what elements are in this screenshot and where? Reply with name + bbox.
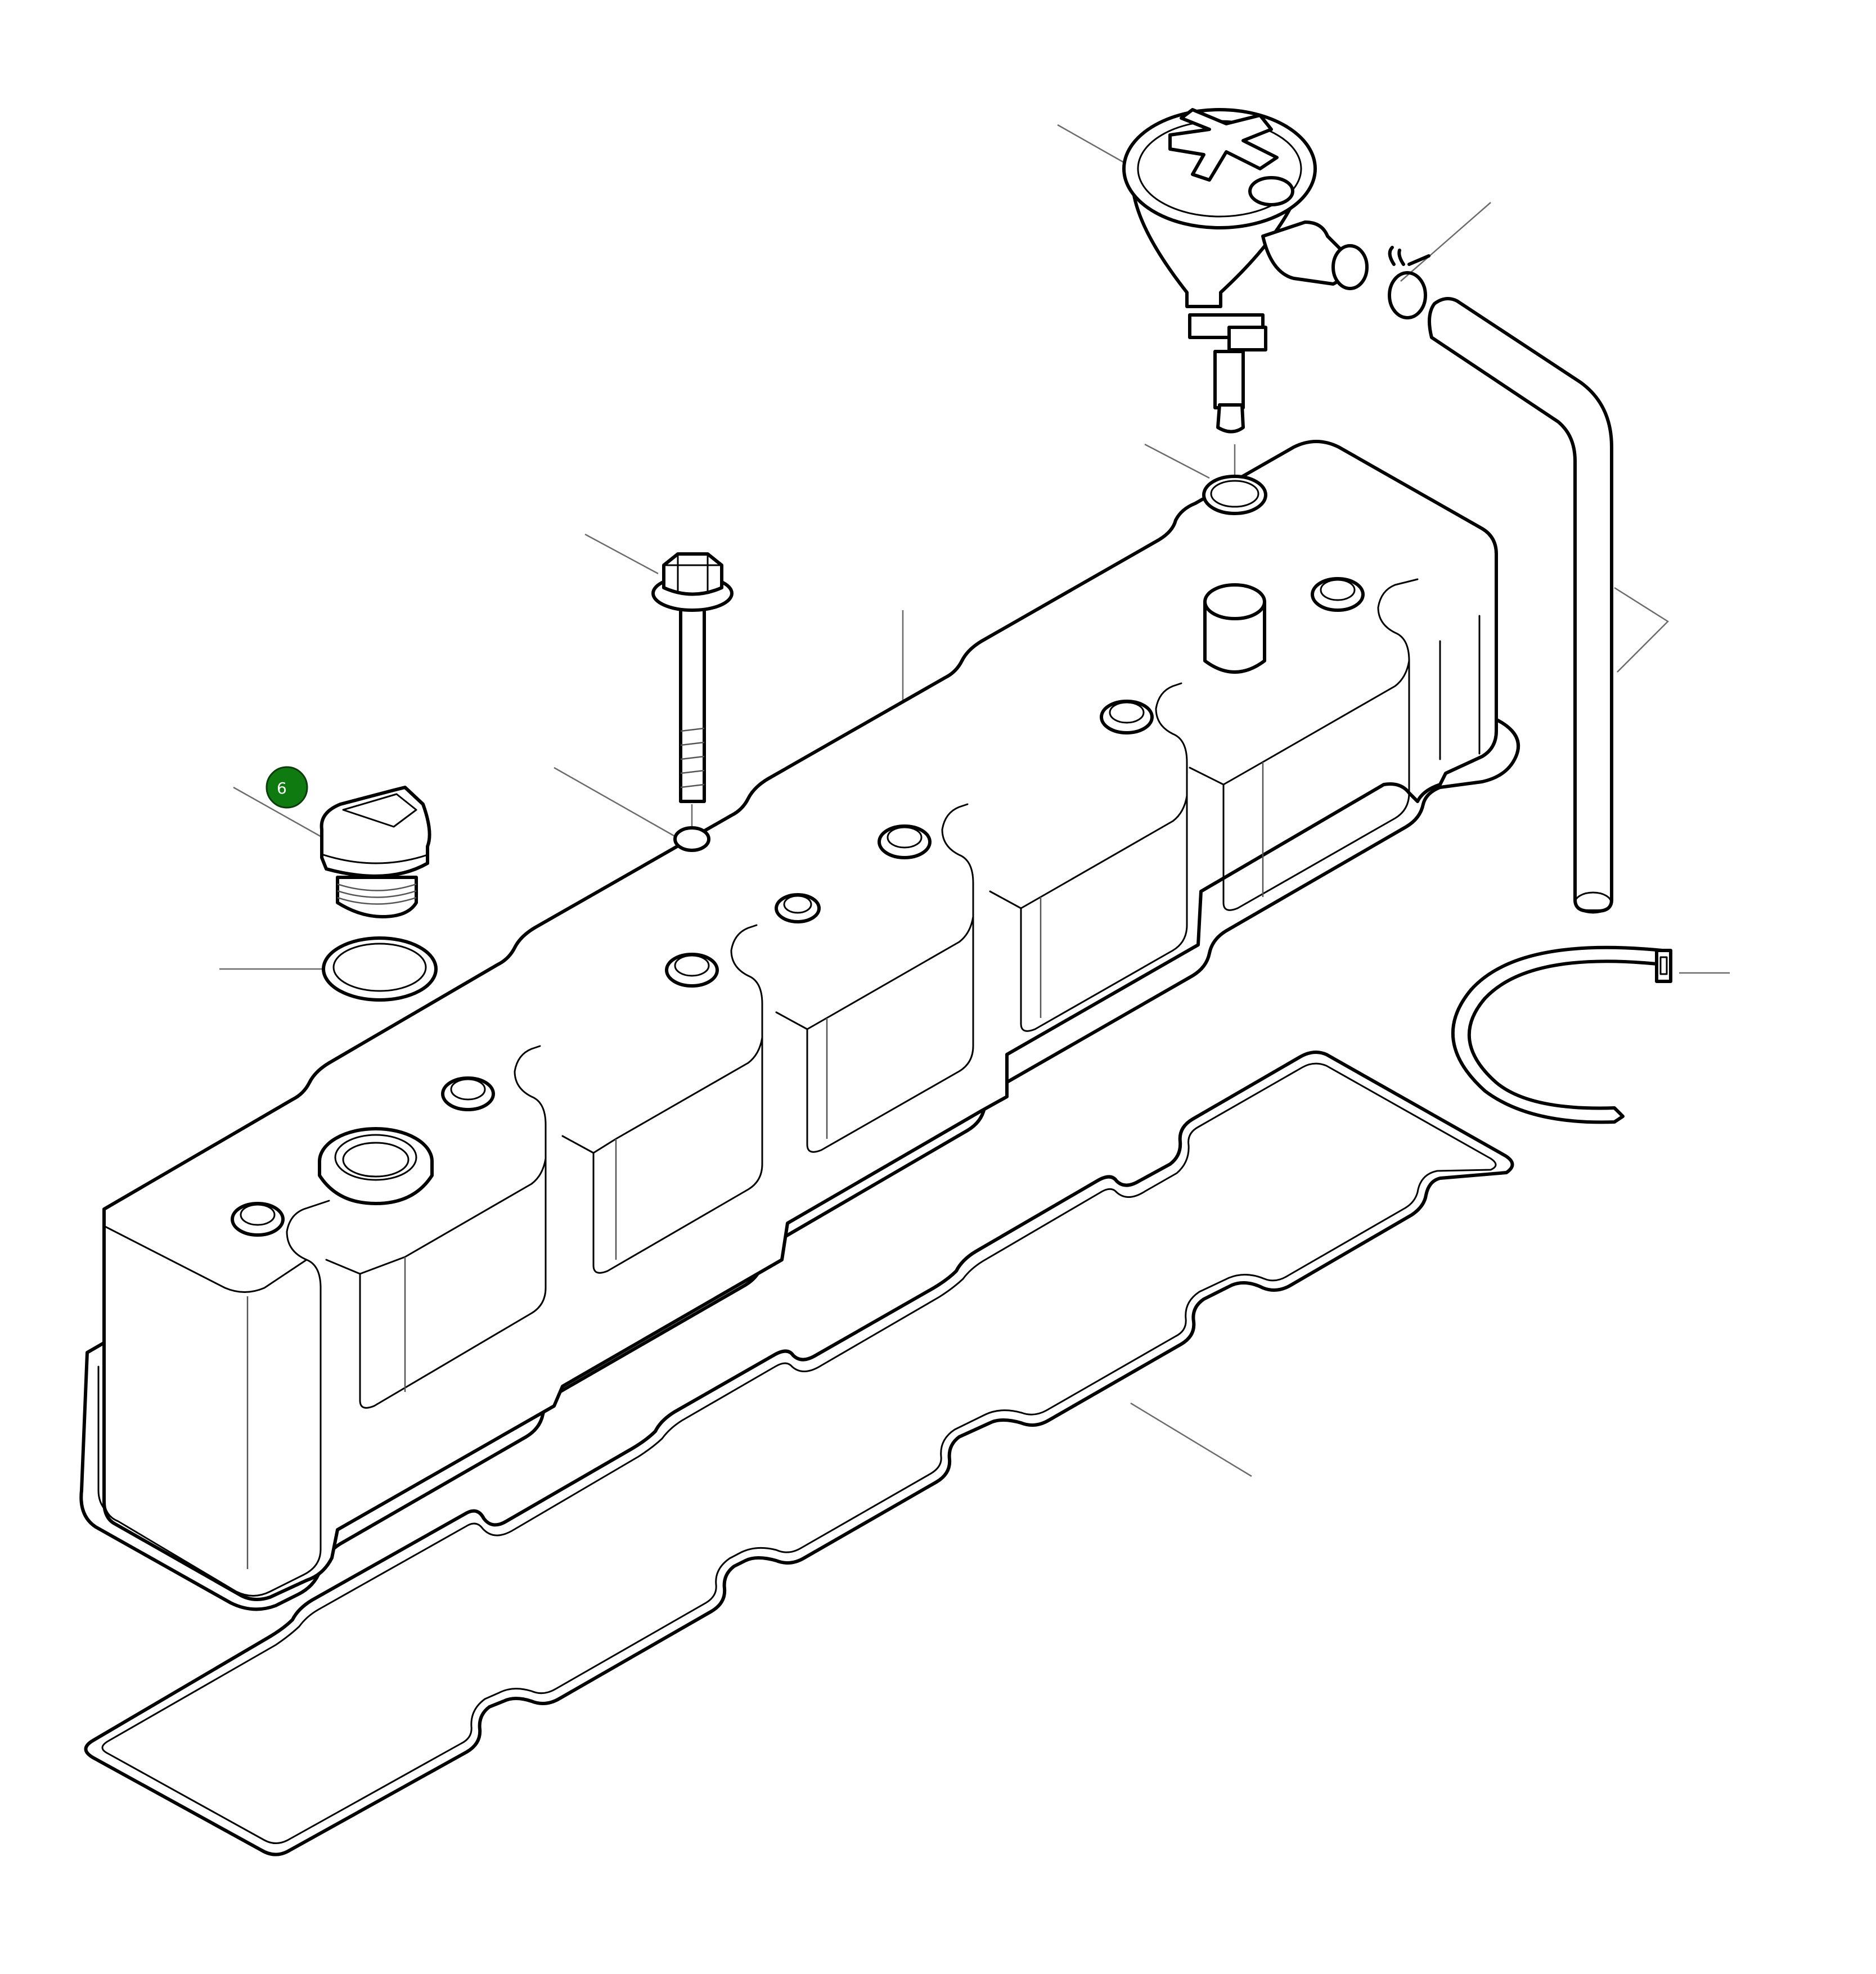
- bay-front-2: [325, 1045, 547, 1409]
- boss-6: [1100, 700, 1154, 734]
- breather-o-ring: [1202, 475, 1267, 515]
- boss-2: [441, 1076, 495, 1111]
- bay-top-3: [592, 1036, 763, 1154]
- callout-6-circle[interactable]: [266, 766, 308, 809]
- gasket-outer-edge: [84, 1051, 1514, 1856]
- leader-breather-valve: [1057, 124, 1126, 164]
- oil-filler-cap: [320, 786, 431, 918]
- bay-front-1: [103, 1200, 330, 1597]
- breather-hose: [1428, 297, 1613, 914]
- bay-front-4: [775, 803, 974, 1153]
- leader-gasket: [1130, 1402, 1252, 1477]
- leader-filler-cap: [233, 786, 324, 839]
- cover-gasket: [84, 1051, 1514, 1856]
- hose-clip: [1388, 246, 1430, 319]
- bay-front-6: [1189, 578, 1419, 911]
- breather-tube: [1203, 583, 1266, 674]
- bay-front-3: [561, 924, 763, 1274]
- filler-cap-seal: [322, 936, 438, 1002]
- bay-top-6: [1222, 660, 1410, 786]
- bay-top-4: [806, 916, 974, 1030]
- boss-4: [775, 893, 821, 923]
- bay-top-2: [359, 1157, 547, 1275]
- leader-washer: [554, 767, 678, 839]
- leader-o-ring: [1144, 443, 1210, 479]
- hose-clamp-band: [1451, 945, 1672, 1124]
- boss-5: [878, 824, 932, 859]
- leader-hose-clip: [1400, 202, 1491, 282]
- leader-hose-bracket: [1614, 587, 1669, 673]
- bay-front-5: [989, 682, 1188, 1032]
- boss-7: [1311, 577, 1365, 612]
- bolt-washer: [673, 826, 710, 852]
- cover-bolt: [651, 552, 734, 803]
- valve-cover: [79, 440, 1520, 1611]
- bay-top-1: [103, 1225, 308, 1293]
- cover-body: [102, 440, 1498, 1601]
- callout-6[interactable]: 6: [266, 766, 308, 809]
- boss-3: [665, 953, 719, 988]
- boss-1: [231, 1202, 285, 1237]
- leader-bolt: [584, 533, 659, 575]
- bolt-bosses: [231, 577, 1365, 1237]
- filler-neck: [318, 1127, 434, 1205]
- gasket-inner-edge: [101, 1062, 1497, 1844]
- bay-right-end: [1439, 615, 1481, 760]
- bay-top-5: [1020, 795, 1188, 909]
- breather-valve: [1122, 108, 1369, 434]
- callout-6-label[interactable]: 6: [277, 779, 287, 797]
